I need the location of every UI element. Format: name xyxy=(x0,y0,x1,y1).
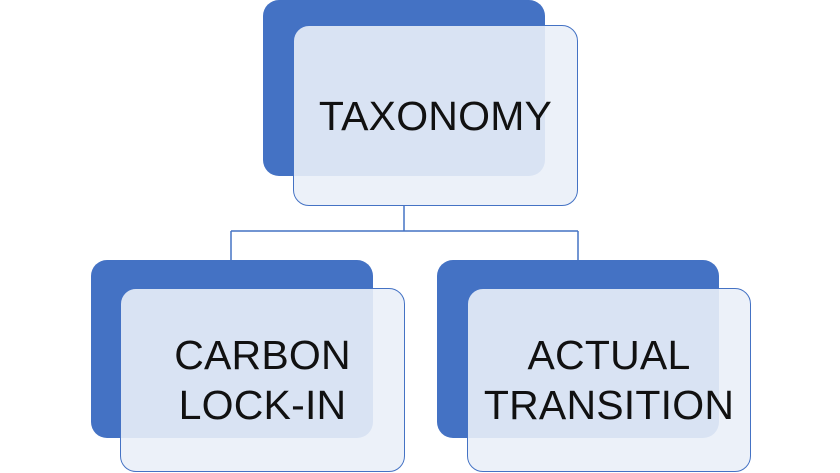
child-node-actual-transition: ACTUAL TRANSITION xyxy=(467,288,751,472)
root-node-label: TAXONOMY xyxy=(318,92,553,139)
child-node-label-actual-transition: ACTUAL TRANSITION xyxy=(483,332,735,428)
child-node-carbon-lock-in: CARBON LOCK-IN xyxy=(120,288,405,472)
child-node-label-carbon-lock-in: CARBON LOCK-IN xyxy=(174,332,351,428)
root-node: TAXONOMY xyxy=(293,25,578,206)
